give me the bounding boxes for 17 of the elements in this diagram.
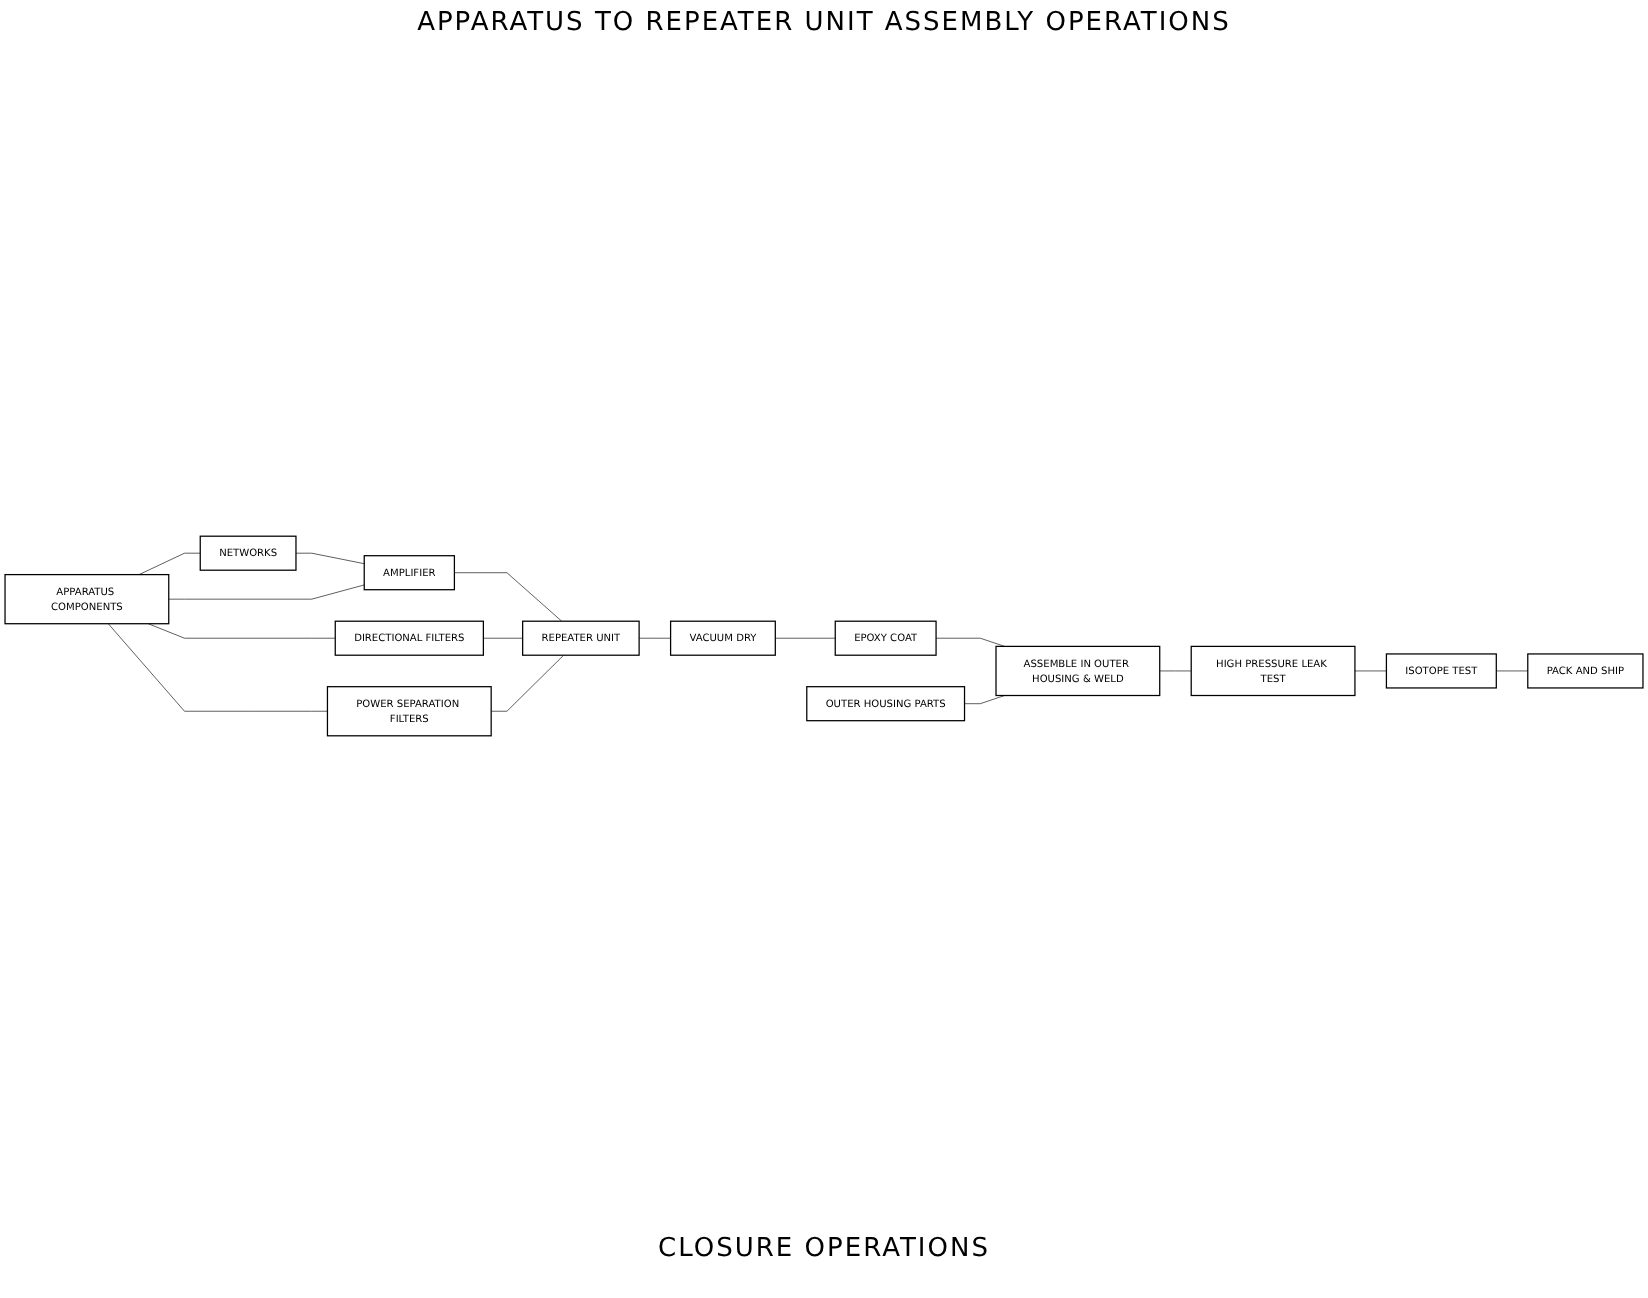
diagram-title: APPARATUS TO REPEATER UNIT ASSEMBLY OPERATIONS — [415, 8, 1233, 38]
connector — [483, 637, 523, 639]
connector — [964, 695, 1005, 704]
connector — [490, 654, 564, 712]
connector — [168, 584, 365, 600]
connector — [775, 637, 836, 639]
connector — [138, 552, 201, 575]
connector — [1496, 670, 1529, 672]
connector — [1354, 670, 1387, 672]
connector — [454, 572, 562, 622]
connector — [1159, 670, 1192, 672]
connector — [295, 552, 365, 564]
connector — [935, 637, 1005, 647]
connector — [638, 637, 671, 639]
connector — [107, 623, 328, 712]
connector — [147, 623, 336, 639]
section-heading: CLOSURE OPERATIONS — [656, 1234, 992, 1264]
